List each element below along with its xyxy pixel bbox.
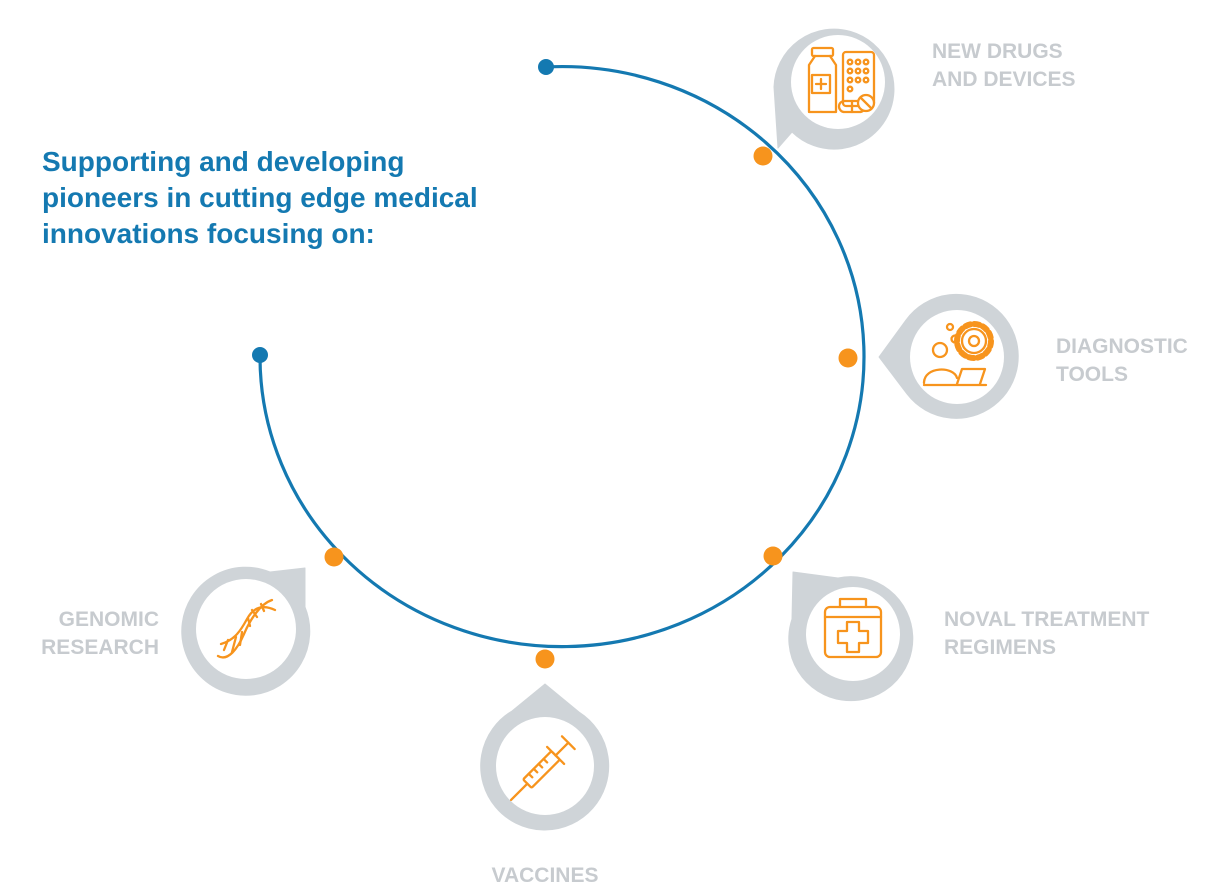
label-genomic-line-2: RESEARCH (41, 636, 159, 659)
bubble-new-drugs (773, 28, 895, 150)
node-dot-new-drugs (753, 146, 773, 166)
headline-line-2: pioneers in cutting edge medical (42, 182, 478, 213)
syringe-icon (509, 735, 576, 802)
label-treatment-line-1: NOVAL TREATMENT (944, 608, 1150, 631)
node-dot-vaccines (535, 649, 555, 669)
label-vaccines-line-1: VACCINES (491, 864, 599, 887)
dna-helix-icon (216, 598, 277, 659)
label-diagnostic-tools: DIAGNOSTIC TOOLS (1056, 333, 1188, 389)
label-treatment-line-2: REGIMENS (944, 636, 1057, 659)
arc-end-dot (252, 347, 268, 363)
label-diagnostic-line-2: TOOLS (1056, 363, 1128, 386)
label-genomic-research: GENOMIC RESEARCH (41, 606, 159, 662)
label-treatment-regimens: NOVAL TREATMENT REGIMENS (944, 606, 1149, 662)
bubble-diagnostic (878, 293, 1019, 419)
label-new-drugs-line-2: AND DEVICES (932, 68, 1076, 91)
label-genomic-line-1: GENOMIC (58, 608, 159, 631)
label-new-drugs-line-1: NEW DRUGS (932, 40, 1063, 63)
label-vaccines: VACCINES (445, 862, 645, 890)
label-new-drugs-devices: NEW DRUGS AND DEVICES (932, 38, 1076, 94)
researcher-gear-laptop-icon (922, 321, 994, 387)
node-dot-treatment (763, 546, 783, 566)
node-dot-genomic (324, 547, 344, 567)
arc-start-dot (538, 59, 554, 75)
bubble-genomic (181, 566, 311, 696)
headline-line-1: Supporting and developing (42, 146, 405, 177)
label-diagnostic-line-1: DIAGNOSTIC (1056, 335, 1188, 358)
headline-line-3: innovations focusing on: (42, 218, 375, 249)
medicine-bottle-pills-icon (807, 46, 876, 114)
first-aid-kit-icon (823, 597, 883, 659)
bubble-vaccines (480, 683, 610, 831)
bubble-treatment (788, 571, 914, 702)
node-dot-diagnostic (838, 348, 858, 368)
headline: Supporting and developing pioneers in cu… (42, 144, 582, 252)
